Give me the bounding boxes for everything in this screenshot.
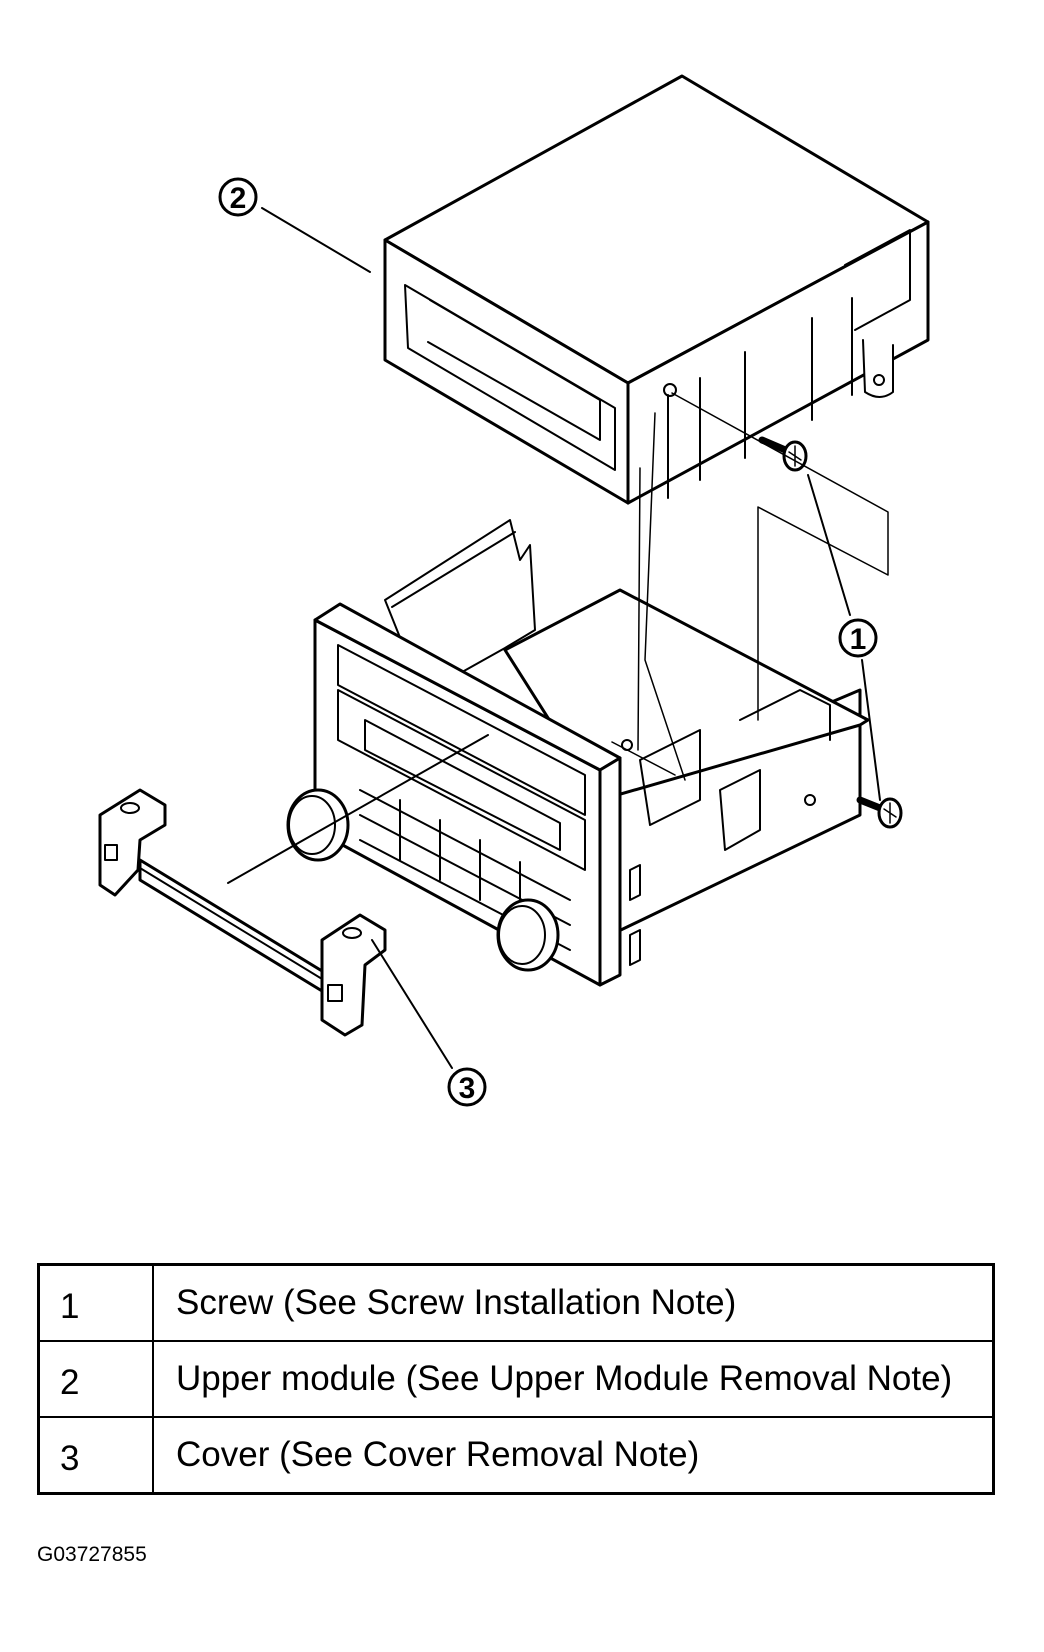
callout-2-label: 2 bbox=[230, 182, 247, 215]
figure-id: G03727855 bbox=[37, 1543, 147, 1566]
leader-lines bbox=[227, 207, 881, 1069]
callout-3: 3 bbox=[447, 1067, 487, 1107]
callout-3-label: 3 bbox=[459, 1072, 476, 1105]
legend-number: 2 bbox=[37, 1340, 154, 1418]
callout-1-label: 1 bbox=[850, 623, 867, 656]
legend-description: Cover (See Cover Removal Note) bbox=[152, 1416, 995, 1495]
callout-1: 1 bbox=[838, 618, 878, 658]
lower-unit bbox=[286, 519, 870, 987]
legend-row: 2 Upper module (See Upper Module Removal… bbox=[37, 1340, 995, 1418]
legend-number: 1 bbox=[37, 1263, 154, 1342]
screw-lower bbox=[856, 796, 903, 829]
upper-module bbox=[383, 74, 930, 505]
exploded-view-diagram: 2 1 3 bbox=[98, 74, 930, 1107]
legend-row: 1 Screw (See Screw Installation Note) bbox=[37, 1263, 995, 1342]
legend-row: 3 Cover (See Cover Removal Note) bbox=[37, 1416, 995, 1495]
legend-description: Screw (See Screw Installation Note) bbox=[152, 1263, 995, 1342]
callout-2: 2 bbox=[218, 177, 258, 217]
alignment-lines bbox=[611, 392, 889, 781]
legend-number: 3 bbox=[37, 1416, 154, 1495]
legend-description: Upper module (See Upper Module Removal N… bbox=[152, 1340, 995, 1418]
legend-table: 1 Screw (See Screw Installation Note) 2 … bbox=[37, 1263, 995, 1495]
screw-upper bbox=[758, 436, 808, 472]
cover bbox=[98, 788, 387, 1037]
